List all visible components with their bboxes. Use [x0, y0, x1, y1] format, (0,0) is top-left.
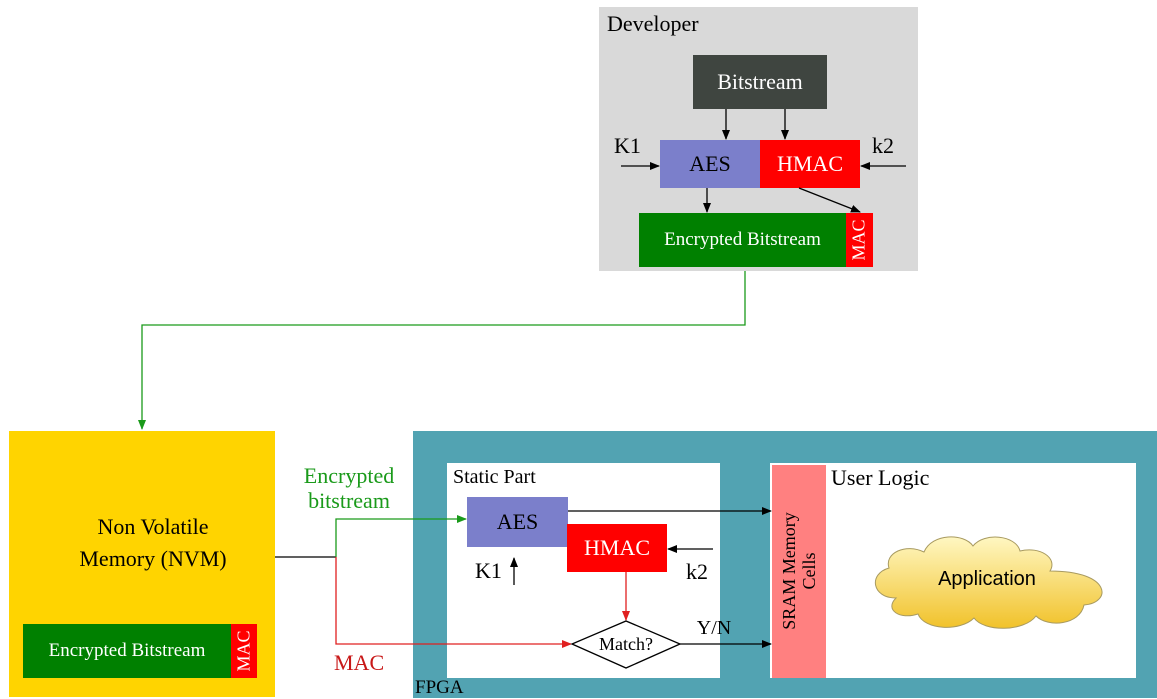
fpga-hmac-label: HMAC [583, 535, 650, 560]
application-label: Application [938, 568, 1036, 590]
user-logic-title: User Logic [831, 465, 930, 490]
dev-aes-box: AES [660, 140, 760, 188]
dev-k1-label: K1 [614, 133, 641, 158]
bitstream-label: Bitstream [717, 69, 803, 94]
fpga-aes-box: AES [467, 497, 568, 547]
nvm-encrypted-bitstream-box: Encrypted Bitstream [23, 624, 231, 678]
dev-aes-label: AES [689, 151, 731, 176]
application-cloud [874, 536, 1103, 629]
dev-k2-label: k2 [872, 133, 894, 158]
dev-encrypted-bitstream-box: Encrypted Bitstream [639, 213, 846, 267]
fpga-hmac-box: HMAC [567, 524, 667, 572]
static-part-title: Static Part [453, 466, 536, 488]
nvm-title-line1: Non Volatile [97, 514, 209, 539]
encrypted-to-aes-arrow [335, 515, 467, 557]
fpga-k2-label: k2 [686, 559, 708, 584]
developer-to-nvm-arrow [138, 271, 746, 430]
match-label: Match? [599, 634, 653, 654]
mac-link-label: MAC [334, 650, 385, 675]
nvm-encrypted-bitstream-label: Encrypted Bitstream [48, 640, 206, 661]
dev-mac-box [846, 213, 873, 267]
encrypted-bitstream-link-line2: bitstream [308, 488, 390, 513]
developer-title: Developer [607, 11, 699, 36]
fpga-k1-label: K1 [475, 558, 502, 583]
dev-hmac-label: HMAC [776, 151, 843, 176]
nvm-title-line2: Memory (NVM) [79, 546, 227, 571]
dev-encrypted-bitstream-label: Encrypted Bitstream [664, 229, 821, 250]
hmac-to-mac-arrow [798, 187, 861, 213]
nvm-mac-box [231, 624, 257, 678]
match-decision-diamond [570, 620, 682, 669]
encrypted-bitstream-link-line1: Encrypted [303, 463, 395, 488]
bitstream-box: Bitstream [693, 55, 827, 109]
mac-to-match-arrow [335, 557, 572, 648]
fpga-title: FPGA [415, 677, 464, 698]
yn-label: Y/N [697, 617, 731, 639]
dev-hmac-box: HMAC [760, 140, 860, 188]
fpga-aes-label: AES [496, 509, 539, 534]
sram-cells-box [772, 465, 826, 678]
